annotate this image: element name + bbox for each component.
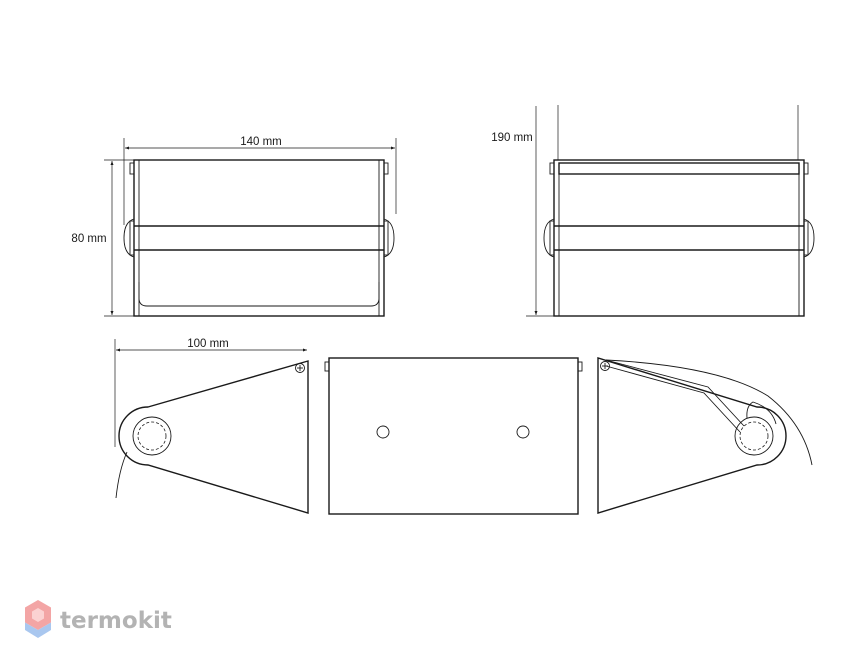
termokit-logo: termokit [25,600,172,638]
logo-hexagon-shadow-icon [25,622,51,638]
rear-right-tab [803,162,809,175]
right-profile-view [597,357,813,514]
rear-left-knob [543,218,555,258]
left-roll-inner [137,421,167,451]
rear-left-tab [549,162,555,175]
back-plate-view [324,357,583,515]
back-right-tab [577,361,583,372]
left-paper-edge [115,451,128,499]
left-profile-view: 100 mm [114,338,309,514]
left-profile-plate [118,360,309,514]
cover-swing-arc [605,359,813,466]
right-profile-plate [597,357,787,514]
left-roll-outer [132,416,172,456]
rear-height-label: 190 mm [491,132,533,144]
rear-right-knob [803,218,815,258]
front-right-knob-base [383,220,389,256]
left-screw-icon [295,363,305,373]
logo-text: termokit [60,608,172,634]
front-left-knob [123,218,135,258]
back-plate [328,357,579,515]
rear-view: 190 mm [491,105,815,317]
front-width-label: 140 mm [240,136,282,148]
cover-arm-lower [605,365,741,433]
front-left-knob-base [129,220,135,256]
front-view: 140 mm 80 mm [71,136,397,317]
front-left-tab [129,162,135,175]
front-body [133,159,385,317]
rear-body [553,159,805,317]
rear-top-bar [558,162,800,175]
right-screw-icon [600,361,610,371]
cover-arm-upper [605,359,745,427]
right-roll-inner [739,421,769,451]
rear-right-knob-base [803,220,809,256]
mounting-hole-right [516,425,530,439]
front-right-knob [383,218,395,258]
right-roll-outer [734,416,774,456]
front-inner-tray [138,282,380,307]
mounting-hole-left [376,425,390,439]
cover-hook [746,401,777,425]
front-height-label: 80 mm [71,233,106,245]
left-depth-label: 100 mm [187,338,229,350]
back-left-tab [324,361,330,372]
front-right-tab [383,162,389,175]
rear-left-knob-base [549,220,555,256]
